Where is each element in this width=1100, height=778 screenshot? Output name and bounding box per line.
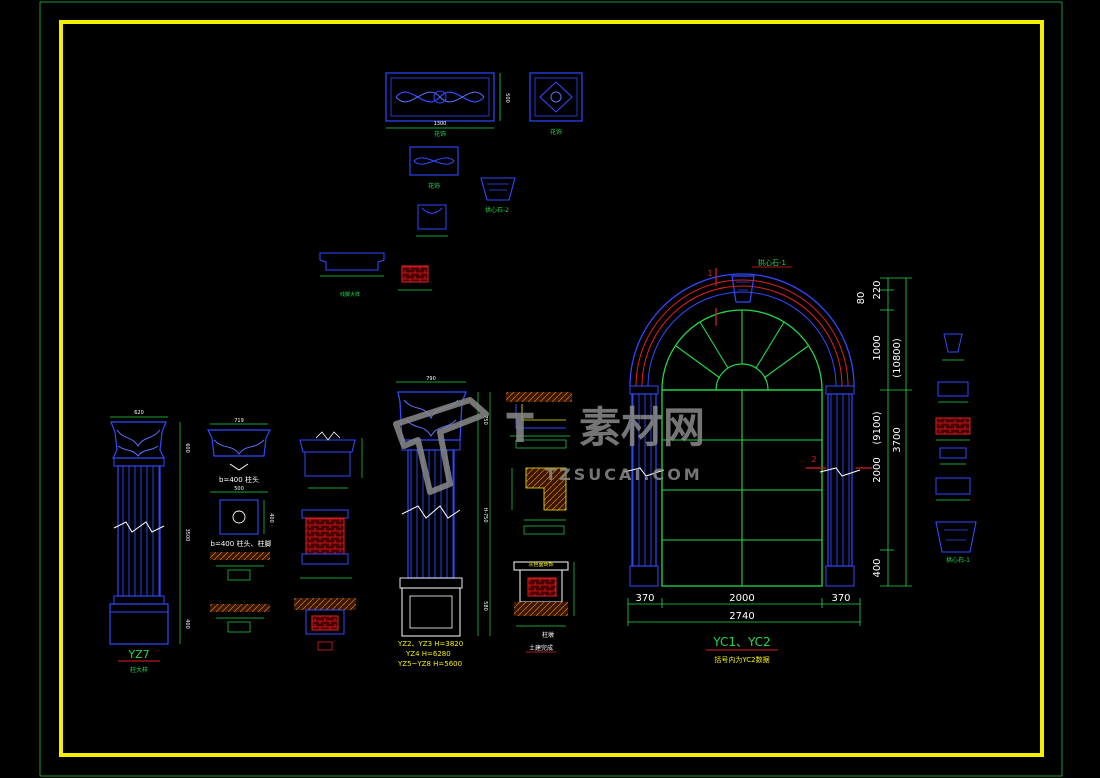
- arch-dim-h-total-b: (9100): [872, 411, 883, 444]
- yz7-width-dim: 620: [134, 410, 144, 416]
- watermark-sub: TZSUCAI.COM: [545, 465, 702, 484]
- column-yz7-elevation: 620 600 3500 400 YZ7 柱大样: [109, 410, 190, 674]
- center-column-width: 790: [426, 376, 436, 382]
- panel-large-width-dim: 1300: [434, 121, 447, 127]
- keystone-small-drawing: [480, 177, 516, 201]
- arch-dim-h-total-c: (10800): [892, 338, 903, 378]
- yz7-dim-shaft: 3500: [184, 529, 190, 542]
- small-brick-section: [401, 265, 429, 283]
- pedestal-caption: 柱墩: [542, 631, 554, 639]
- center-dim-base: 580: [482, 601, 488, 611]
- center-note-2: YZ4 H=6280: [405, 650, 451, 658]
- yz7-caption: 柱大样: [130, 666, 148, 674]
- capital-label: b=400 柱头: [219, 475, 259, 484]
- arch-window-elevation: 拱心石-1 1 2 370 2000 370 2740: [623, 258, 912, 664]
- right-detail-column: 拱心石-1: [935, 333, 977, 564]
- small-cap-drawing: [417, 204, 447, 230]
- arch-keystone-label: 拱心石-1: [758, 258, 786, 267]
- arch-dim-h-3: 1000: [872, 335, 883, 360]
- top-ornament-panels: 1300 500 花饰 花饰 花饰 拱心石-2 线脚大样: [319, 72, 583, 298]
- ornament-panel-large: [385, 72, 495, 122]
- cornice-block-label: 线脚大样: [340, 291, 360, 298]
- outer-sheet-border: [39, 1, 1063, 777]
- center-note-3: YZ5~YZ8 H=5600: [397, 660, 462, 668]
- watermark: T 素材网 TZSUCAI.COM: [393, 397, 705, 495]
- keystone-small-label: 拱心石-2: [485, 206, 509, 214]
- arch-dim-bottom-left: 370: [635, 593, 654, 604]
- section-mark-1: 1: [707, 269, 712, 278]
- center-column-elevation: 790 750 H-750 580 YZ2、YZ3 H=3820 YZ4 H=6…: [396, 376, 491, 668]
- section-mark-2: 2: [811, 455, 816, 464]
- arch-dim-bottom-right: 370: [831, 593, 850, 604]
- yz7-dim-base: 400: [184, 619, 190, 629]
- pedestal-note: 灰色面砖饰: [528, 561, 553, 568]
- right-keystone-label: 拱心石-1: [946, 556, 970, 564]
- panel-large-label: 花饰: [434, 130, 446, 138]
- yellow-title-frame: [59, 20, 1044, 757]
- center-note-1: YZ2、YZ3 H=3820: [397, 640, 463, 648]
- panel-square-label: 花饰: [550, 128, 562, 136]
- cornice-block-drawing: [319, 252, 385, 271]
- watermark-logo-mark: [393, 397, 489, 495]
- capital-base-label: b=400 柱头、柱脚: [211, 539, 272, 548]
- cornice-sections: 灰色面砖饰 柱墩 土建完成: [506, 392, 575, 653]
- capital-width-dim: 719: [234, 418, 244, 424]
- arch-dim-h-2: 220: [872, 280, 883, 299]
- base-width-dim: 500: [234, 486, 244, 492]
- yz7-name: YZ7: [127, 648, 149, 661]
- arch-dim-bottom-mid: 2000: [729, 593, 754, 604]
- ornament-panel-square: [529, 72, 583, 122]
- arch-dim-h-total-a: 3700: [892, 427, 903, 452]
- arch-dim-h-5: 400: [872, 558, 883, 577]
- arch-dim-bottom-total: 2740: [729, 611, 754, 622]
- brick-pedestal-section: [305, 517, 345, 555]
- arch-dim-h-4: 2000: [872, 457, 883, 482]
- arch-window-subtitle: 括号内为YC2数据: [714, 655, 769, 664]
- center-dim-mid: H-750: [482, 507, 488, 522]
- arch-keystone: [731, 275, 755, 303]
- ornament-panel-mid: [409, 146, 459, 176]
- panel-mid-label: 花饰: [428, 182, 440, 190]
- arch-window-title: YC1、YC2: [712, 635, 770, 649]
- watermark-main: 素材网: [579, 403, 705, 452]
- base-height-dim: 400: [268, 513, 274, 523]
- yz7-dim-top: 600: [184, 443, 190, 453]
- pedestal-caption-2: 土建完成: [529, 644, 553, 652]
- center-dim-top: 750: [482, 415, 488, 425]
- capital-detail-group: 719 b=400 柱头 500 400 b=400 柱头、柱脚: [207, 418, 363, 651]
- watermark-prefix: T: [506, 406, 534, 452]
- panel-large-height-dim: 500: [504, 93, 510, 103]
- arch-dim-h-1: 80: [856, 292, 867, 305]
